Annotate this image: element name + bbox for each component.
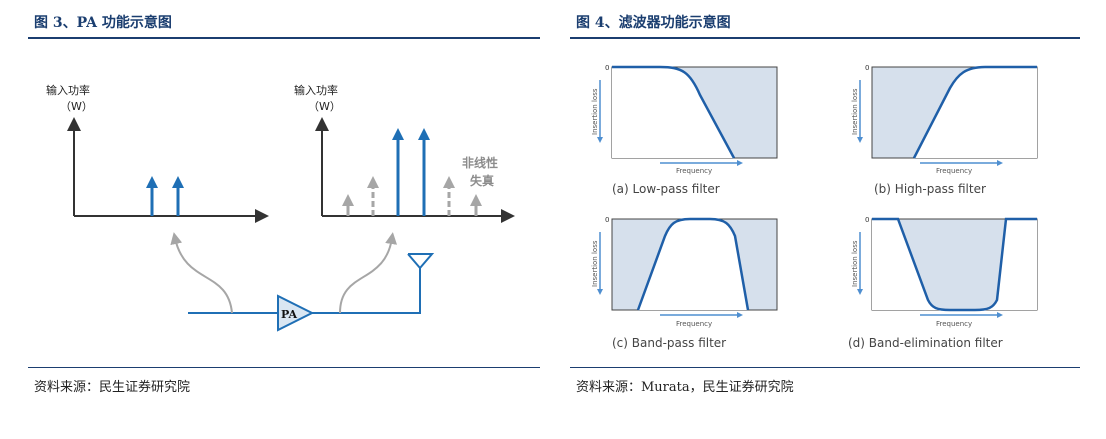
signal-output-line bbox=[312, 268, 421, 314]
high-pass-curve bbox=[912, 65, 1037, 159]
nonlinear-distortion-label-1: 非线性 bbox=[462, 155, 498, 170]
low-pass-passband bbox=[612, 67, 734, 158]
band-pass-caption: (c) Band-pass filter bbox=[612, 336, 726, 350]
low-pass-y-axis-label: Insertion loss bbox=[591, 88, 599, 135]
band-pass-y-axis-label: Insertion loss bbox=[591, 240, 599, 287]
figure4-source: 资料来源：Murata，民生证券研究院 bbox=[576, 380, 794, 395]
high-pass-x-axis-label: Frequency bbox=[936, 167, 972, 175]
high-pass-passband bbox=[914, 67, 1037, 158]
band-elimination-passband-right bbox=[975, 219, 1037, 310]
high-pass-panel: 0 Insertion loss Frequency (b) High-pass… bbox=[851, 64, 1038, 196]
band-pass-zero-label: 0 bbox=[605, 216, 609, 224]
high-pass-y-axis-label: Insertion loss bbox=[851, 88, 859, 135]
figure3-top-rule bbox=[28, 37, 540, 39]
low-pass-curve bbox=[612, 65, 736, 159]
figure4-bottom-rule bbox=[570, 367, 1080, 368]
antenna-icon bbox=[407, 253, 435, 270]
pa-amplifier-triangle bbox=[277, 294, 315, 332]
high-pass-caption: (b) High-pass filter bbox=[874, 182, 986, 196]
left-plot-ylabel: 输入功率 bbox=[46, 83, 90, 97]
filter-diagrams: 0 Insertion loss Frequency (a) Low-pass … bbox=[591, 64, 1038, 350]
band-pass-curve bbox=[636, 217, 750, 311]
band-elimination-panel: 0 Insertion loss Frequency (d) Band-elim… bbox=[848, 216, 1038, 350]
output-sample-curve-arrow bbox=[339, 232, 398, 314]
right-plot-ylabel: 输入功率 bbox=[294, 83, 338, 97]
band-pass-passband bbox=[638, 219, 748, 310]
band-pass-panel: 0 Insertion loss Frequency (c) Band-pass… bbox=[591, 216, 778, 350]
pa-label: PA bbox=[281, 308, 297, 321]
band-pass-x-axis-label: Frequency bbox=[676, 320, 712, 328]
figure3-source: 资料来源：民生证券研究院 bbox=[34, 380, 191, 395]
left-plot-yunit: （W） bbox=[60, 100, 93, 113]
right-plot-yunit: （W） bbox=[308, 100, 341, 113]
figure3-bottom-rule bbox=[28, 367, 540, 368]
high-pass-zero-label: 0 bbox=[865, 64, 869, 72]
band-elimination-caption: (d) Band-elimination filter bbox=[848, 336, 1003, 350]
low-pass-x-axis-label: Frequency bbox=[676, 167, 712, 175]
figure4-top-rule bbox=[570, 37, 1080, 39]
band-elimination-y-axis-label: Insertion loss bbox=[851, 240, 859, 287]
low-pass-panel: 0 Insertion loss Frequency (a) Low-pass … bbox=[591, 64, 778, 196]
band-elimination-zero-label: 0 bbox=[865, 216, 869, 224]
low-pass-zero-label: 0 bbox=[605, 64, 609, 72]
nonlinear-distortion-label-2: 失真 bbox=[470, 173, 494, 188]
band-elimination-x-axis-label: Frequency bbox=[936, 320, 972, 328]
low-pass-caption: (a) Low-pass filter bbox=[612, 182, 720, 196]
band-elimination-curve bbox=[872, 217, 1037, 312]
figure3-title: 图 3、PA 功能示意图 bbox=[34, 15, 172, 31]
figure4-title: 图 4、滤波器功能示意图 bbox=[576, 15, 731, 31]
band-elimination-passband-left bbox=[872, 219, 950, 310]
input-sample-curve-arrow bbox=[170, 232, 233, 314]
pa-diagram: 输入功率 （W） 输入功率 （W） 非线性 失真 PA bbox=[46, 83, 515, 332]
